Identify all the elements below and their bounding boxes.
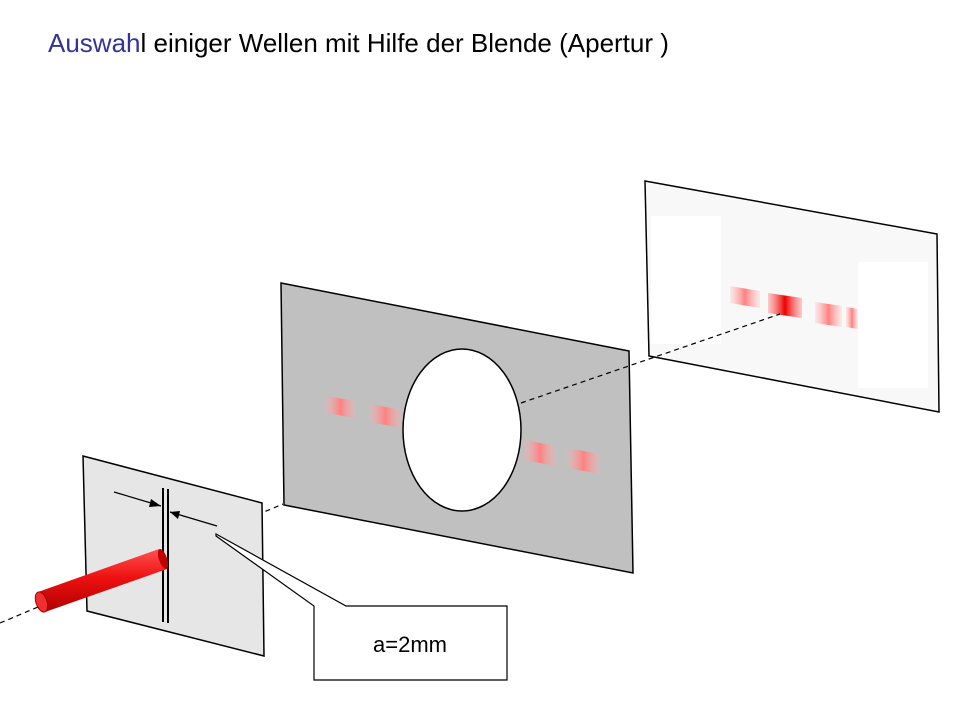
- observation-screen: [644, 180, 940, 413]
- fringe: [369, 404, 402, 428]
- fringe: [524, 440, 556, 466]
- slit-plate: [82, 455, 265, 657]
- slide-title: Auswahl einiger Wellen mit Hilfe der Ble…: [48, 28, 669, 59]
- aperture-hole: [402, 348, 522, 512]
- title-rest: l einiger Wellen mit Hilfe der Blende (A…: [140, 28, 669, 58]
- fringe: [567, 448, 600, 474]
- fringe: [815, 302, 842, 327]
- fringe-center: [768, 293, 802, 318]
- fringe: [730, 286, 760, 308]
- arrowhead-left: [149, 499, 161, 507]
- dimension-callout: a=2mm: [215, 532, 508, 681]
- fringe: [325, 396, 356, 418]
- screen-fringes: [730, 286, 858, 329]
- screen-mask-right: [858, 262, 928, 388]
- laser: [34, 548, 169, 613]
- laser-body: [38, 549, 167, 612]
- arrowhead-right: [170, 511, 180, 519]
- laser-end: [157, 548, 169, 570]
- screen-mask-left: [651, 216, 721, 344]
- slit-plate-body: [82, 455, 265, 657]
- axis-segment-back: [520, 313, 781, 404]
- callout-label: a=2mm: [373, 632, 447, 657]
- title-accent: Auswah: [48, 28, 141, 58]
- laser-front-face: [34, 591, 49, 613]
- aperture-fringes: [325, 396, 600, 474]
- callout-box: [215, 532, 508, 681]
- aperture-plate: [280, 282, 634, 574]
- fringe: [846, 307, 858, 329]
